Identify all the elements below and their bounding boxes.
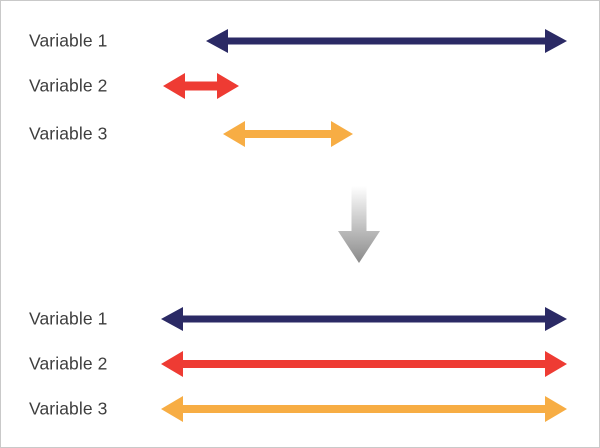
downward-transition-arrow (338, 186, 380, 263)
variable-3-range-arrow-before (223, 121, 353, 147)
before-state-panel: Variable 1 Variable 2 Variable 3 (1, 1, 599, 171)
transition-panel (1, 171, 599, 286)
transition-arrow-group (338, 186, 380, 263)
after-variable-3-label: Variable 3 (29, 398, 108, 419)
after-variable-1-label: Variable 1 (29, 308, 108, 329)
variable-3-range-arrow-after (161, 396, 567, 422)
variable-1-range-arrow-after (161, 307, 567, 331)
after-arrows-group (161, 307, 567, 422)
before-variable-2-label: Variable 2 (29, 75, 108, 96)
before-variable-1-label: Variable 1 (29, 30, 108, 51)
after-variable-2-label: Variable 2 (29, 353, 108, 374)
before-variable-3-label: Variable 3 (29, 123, 108, 144)
before-arrows-group (163, 29, 567, 147)
variable-2-range-arrow-before (163, 73, 239, 99)
variable-2-range-arrow-after (161, 351, 567, 377)
variable-1-range-arrow-before (206, 29, 567, 53)
after-state-panel: Variable 1 Variable 2 Variable 3 (1, 286, 599, 447)
